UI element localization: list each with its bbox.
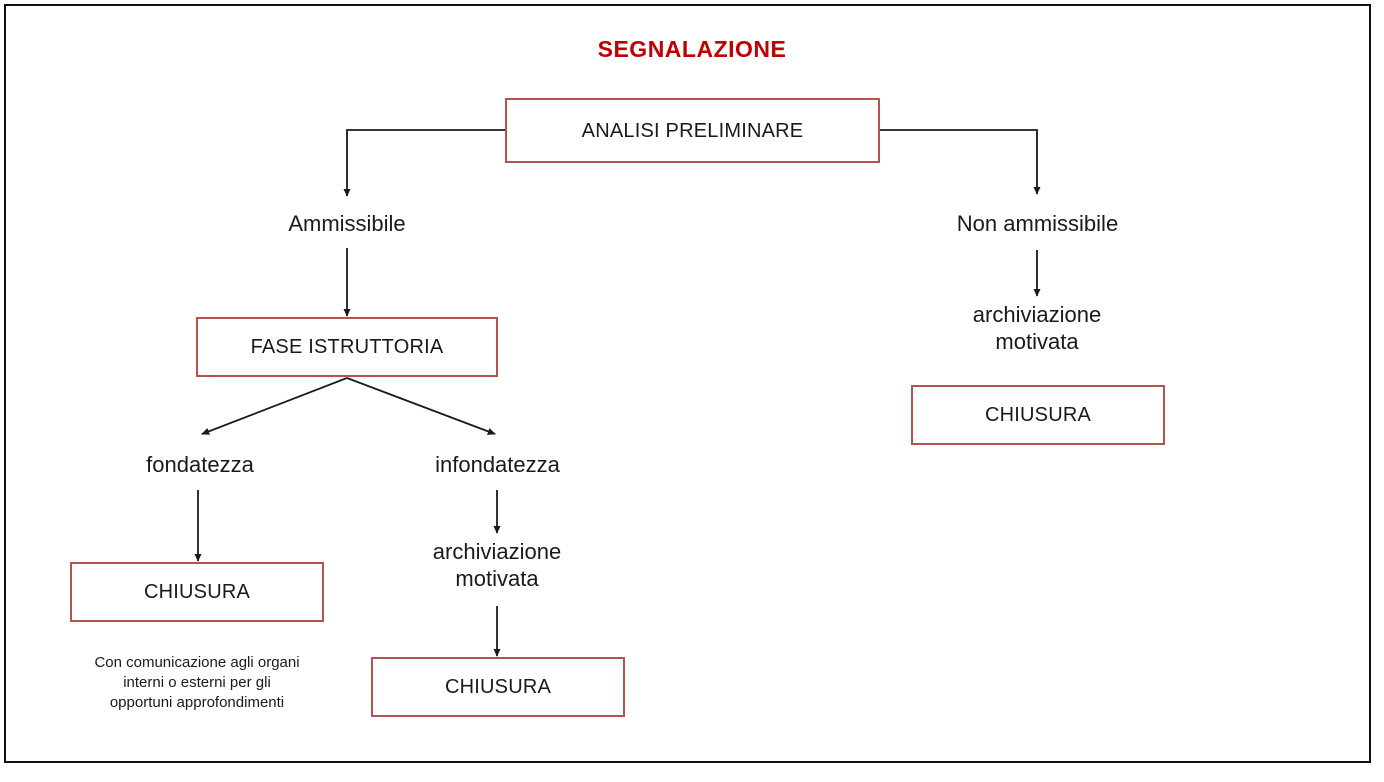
node-archiviazione-motivata-centro: archiviazione motivata bbox=[397, 534, 597, 596]
node-archiviazione-motivata-centro-line1: archiviazione bbox=[432, 538, 562, 564]
node-archiviazione-motivata-destra-line1: archiviazione bbox=[972, 301, 1102, 327]
node-analisi-preliminare[interactable]: ANALISI PRELIMINARE bbox=[505, 98, 880, 163]
node-nota-comunicazione-line3: opportuni approfondimenti bbox=[109, 694, 285, 712]
node-chiusura-centro-label: CHIUSURA bbox=[444, 676, 552, 698]
node-chiusura-sinistra[interactable]: CHIUSURA bbox=[70, 562, 324, 622]
node-infondatezza: infondatezza bbox=[405, 448, 590, 482]
node-fondatezza-label: fondatezza bbox=[146, 452, 254, 478]
node-nota-comunicazione-line2: interni o esterni per gli bbox=[123, 673, 271, 691]
node-non-ammissibile: Non ammissibile bbox=[930, 207, 1145, 241]
node-archiviazione-motivata-destra: archiviazione motivata bbox=[937, 297, 1137, 359]
node-archiviazione-motivata-centro-line2: motivata bbox=[455, 566, 539, 591]
node-fondatezza: fondatezza bbox=[110, 448, 290, 482]
node-archiviazione-motivata-destra-line2: motivata bbox=[995, 329, 1079, 354]
node-chiusura-destra[interactable]: CHIUSURA bbox=[911, 385, 1165, 445]
node-chiusura-destra-label: CHIUSURA bbox=[984, 404, 1092, 426]
node-ammissibile: Ammissibile bbox=[247, 207, 447, 241]
node-fase-istruttoria-label: FASE ISTRUTTORIA bbox=[250, 336, 444, 358]
page-title: SEGNALAZIONE bbox=[597, 36, 787, 62]
node-ammissibile-label: Ammissibile bbox=[288, 211, 406, 237]
node-nota-comunicazione: Con comunicazione agli organi interni o … bbox=[47, 648, 347, 718]
node-chiusura-sinistra-label: CHIUSURA bbox=[143, 581, 251, 603]
node-non-ammissibile-label: Non ammissibile bbox=[956, 211, 1119, 237]
node-fase-istruttoria[interactable]: FASE ISTRUTTORIA bbox=[196, 317, 498, 377]
node-nota-comunicazione-line1: Con comunicazione agli organi bbox=[94, 653, 300, 671]
node-infondatezza-label: infondatezza bbox=[435, 452, 560, 478]
node-chiusura-centro[interactable]: CHIUSURA bbox=[371, 657, 625, 717]
node-analisi-preliminare-label: ANALISI PRELIMINARE bbox=[581, 119, 804, 142]
